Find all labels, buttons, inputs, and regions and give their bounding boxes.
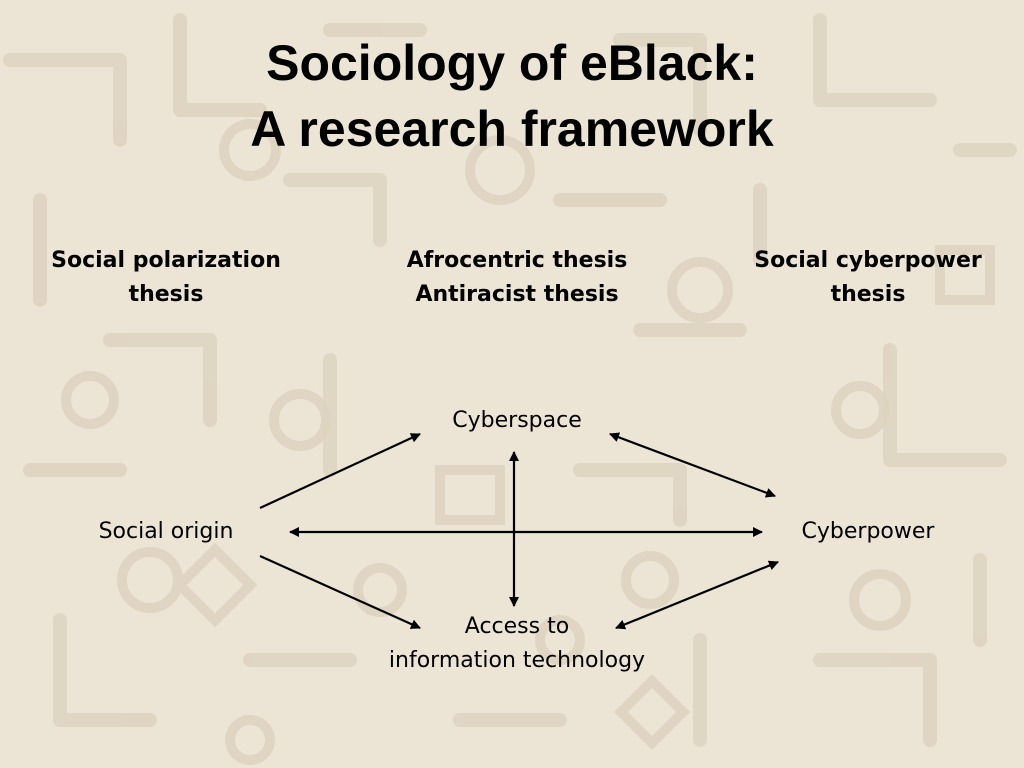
thesis-right-line-2: thesis [830,282,906,307]
social-polarization-thesis: Social polarization thesis [6,244,326,312]
social-cyberpower-thesis: Social cyberpower thesis [708,244,1024,312]
thesis-center-line-2: Antiracist thesis [415,282,619,307]
slide-title-line-1: Sociology of eBlack: [266,35,758,91]
node-cyberspace: Cyberspace [452,408,582,433]
thesis-left-line-2: thesis [128,282,204,307]
node-cyberpower: Cyberpower [801,519,935,544]
node-access-line-2: information technology [388,648,646,673]
thesis-left-line-1: Social polarization [51,248,281,273]
slide-title-line-2: A research framework [250,101,774,157]
arrow-origin-to-cyberspace [259,433,421,509]
thesis-center-line-1: Afrocentric thesis [406,248,628,273]
node-social-origin: Social origin [98,519,234,544]
node-access-line-1: Access to [464,614,570,639]
arrow-origin-to-access [259,554,421,630]
arrow-cyberspace-cyberpower [609,432,776,498]
thesis-right-line-1: Social cyberpower [754,248,982,273]
arrow-access-cyberpower [615,560,779,630]
afrocentric-antiracist-thesis: Afrocentric thesis Antiracist thesis [357,244,677,312]
node-access-to-it: Access to information technology [317,610,717,678]
